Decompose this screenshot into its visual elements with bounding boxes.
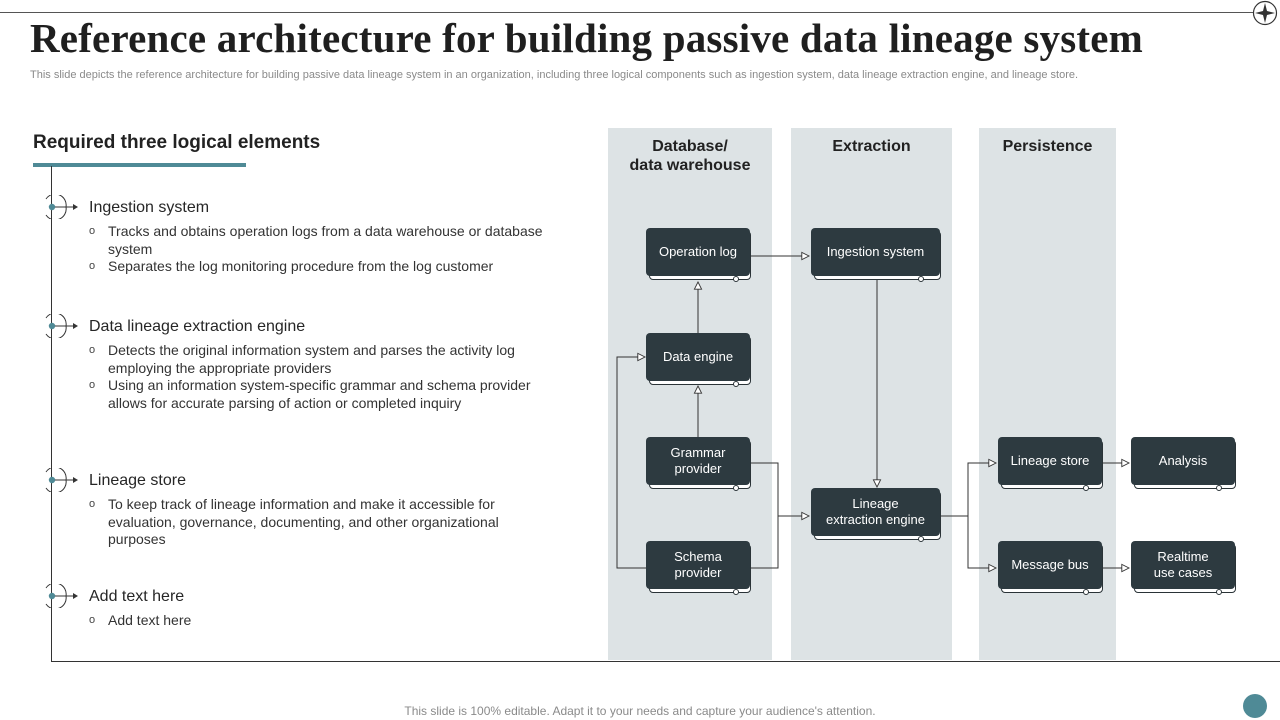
- column-header-line: Database/: [652, 138, 728, 155]
- item-title: Add text here: [89, 588, 185, 605]
- bullet-glyph: o: [89, 260, 96, 272]
- node-connector-dot: [1216, 589, 1222, 595]
- column-header: Persistence: [979, 137, 1116, 156]
- bullet-glyph: o: [89, 344, 96, 356]
- timeline-marker-icon: [45, 584, 78, 608]
- page-subtitle: This slide depicts the reference archite…: [30, 69, 1079, 81]
- edge-grammar-to-extraction: [750, 462, 809, 516]
- bullet-text: To keep track of lineage information and…: [108, 496, 499, 547]
- footer-note: This slide is 100% editable. Adapt it to…: [404, 704, 876, 718]
- bullet-glyph: o: [89, 614, 96, 626]
- column-header-line: Extraction: [832, 138, 911, 155]
- bullet-text: Detects the original information system …: [108, 342, 515, 376]
- node-ingestion-system: Ingestion system: [811, 228, 940, 276]
- node-data-engine: Data engine: [646, 333, 750, 381]
- bullet-glyph: o: [89, 498, 96, 510]
- edge-extraction-to-lineage-store: [940, 463, 996, 517]
- timeline-marker-icon: [45, 468, 78, 492]
- timeline-line: [51, 166, 52, 662]
- edge-schema-to-data-engine: [616, 357, 646, 569]
- column-extraction: [791, 128, 952, 660]
- node-lineage-store: Lineage store: [998, 437, 1102, 485]
- node-message-bus: Message bus: [998, 541, 1102, 589]
- bullet-glyph: o: [89, 379, 96, 391]
- bullet-text: Add text here: [108, 612, 192, 628]
- bullet-text: Separates the log monitoring procedure f…: [108, 258, 494, 274]
- item-title: Data lineage extraction engine: [89, 318, 306, 335]
- node-schema-provider: Schema provider: [646, 541, 750, 589]
- column-header-line: Persistence: [1002, 138, 1093, 155]
- node-connector-dot: [918, 536, 924, 542]
- top-rule: [0, 12, 1256, 13]
- item-title: Ingestion system: [89, 199, 210, 216]
- edge-schema-to-extraction: [750, 516, 779, 569]
- heading-underline: [33, 163, 246, 167]
- node-connector-dot: [733, 485, 739, 491]
- node-connector-dot: [733, 381, 739, 387]
- node-lineage-extraction-engine: Lineage extraction engine: [811, 488, 940, 536]
- node-connector-dot: [918, 276, 924, 282]
- section-heading: Required three logical elements: [33, 132, 321, 153]
- node-operation-log: Operation log: [646, 228, 750, 276]
- node-connector-dot: [1083, 485, 1089, 491]
- node-connector-dot: [733, 589, 739, 595]
- bottom-rule: [51, 661, 1280, 662]
- column-header: Database/ data warehouse: [608, 137, 772, 175]
- node-grammar-provider: Grammar provider: [646, 437, 750, 485]
- footer-badge-icon: [1243, 694, 1267, 718]
- bullet-text: Tracks and obtains operation logs from a…: [108, 223, 543, 257]
- edge-extraction-to-message-bus: [967, 516, 996, 568]
- timeline-marker-icon: [45, 314, 78, 338]
- node-analysis: Analysis: [1131, 437, 1235, 485]
- item-title: Lineage store: [89, 472, 186, 489]
- node-connector-dot: [1083, 589, 1089, 595]
- bullet-text: Using an information system-specific gra…: [108, 377, 531, 411]
- page-title: Reference architecture for building pass…: [30, 15, 1144, 61]
- bullet-glyph: o: [89, 225, 96, 237]
- column-header-line: data warehouse: [629, 157, 751, 174]
- node-connector-dot: [1216, 485, 1222, 491]
- compass-icon: [1252, 0, 1278, 26]
- column-header: Extraction: [791, 137, 952, 156]
- node-connector-dot: [733, 276, 739, 282]
- node-realtime-use-cases: Realtime use cases: [1131, 541, 1235, 589]
- timeline-marker-icon: [45, 195, 78, 219]
